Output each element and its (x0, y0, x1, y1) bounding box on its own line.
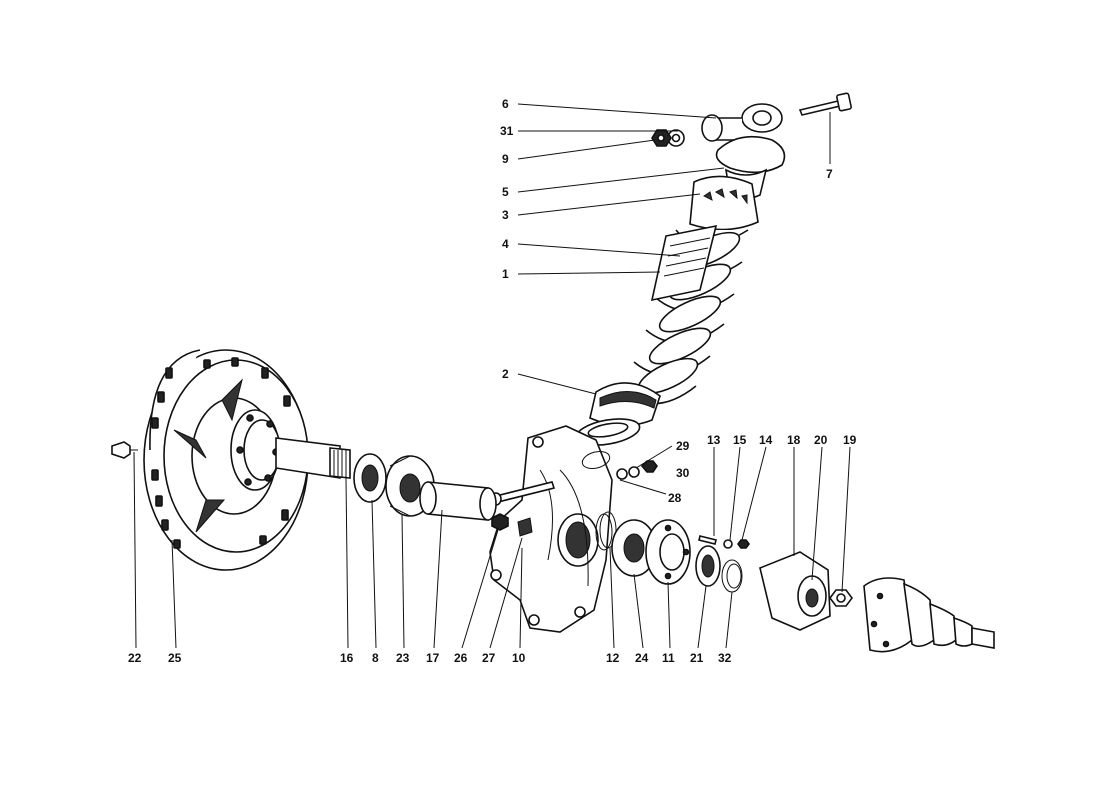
spring-seat-lower (589, 382, 661, 427)
callout-9: 9 (502, 152, 509, 166)
seal-ring (353, 453, 387, 503)
callout-1: 1 (502, 267, 509, 281)
callout-25: 25 (168, 651, 182, 665)
small-bolt-nut-washer (698, 535, 750, 549)
callout-29: 29 (676, 439, 690, 453)
callout-32: 32 (718, 651, 732, 665)
callout-16: 16 (340, 651, 354, 665)
retaining-nut (829, 589, 853, 607)
callout-5: 5 (502, 185, 509, 199)
callout-17: 17 (426, 651, 440, 665)
circlips-near-upright (581, 450, 658, 551)
callout-27: 27 (482, 651, 496, 665)
cv-boot-driveshaft (863, 577, 995, 653)
callout-12: 12 (606, 651, 620, 665)
callout-21: 21 (690, 651, 704, 665)
spacer-sleeve (419, 481, 497, 521)
callout-3: 3 (502, 208, 509, 222)
callout-labels: 6 31 9 5 3 4 1 2 7 29 30 28 13 15 14 18 … (128, 97, 857, 665)
callout-6: 6 (502, 97, 509, 111)
hub-stub-shaft (275, 437, 351, 479)
callout-18: 18 (787, 433, 801, 447)
callout-23: 23 (396, 651, 410, 665)
callout-7: 7 (826, 167, 833, 181)
callout-28: 28 (668, 491, 682, 505)
wheel-stud (111, 441, 138, 459)
callout-11: 11 (662, 651, 675, 665)
inner-bearing (611, 519, 657, 577)
wheel-hub-flange (230, 409, 281, 491)
damper-body (650, 224, 718, 302)
callout-30: 30 (676, 466, 690, 480)
mount-bolt (798, 92, 852, 116)
washer-nut-top (651, 129, 685, 147)
callout-15: 15 (733, 433, 747, 447)
leader-lines (133, 103, 851, 649)
callout-2: 2 (502, 367, 509, 381)
callout-31: 31 (500, 124, 514, 138)
callout-8: 8 (372, 651, 379, 665)
callout-22: 22 (128, 651, 142, 665)
callout-19: 19 (843, 433, 857, 447)
callout-4: 4 (502, 237, 509, 251)
hub-carrier (489, 425, 613, 633)
callout-20: 20 (814, 433, 828, 447)
callout-10: 10 (512, 651, 526, 665)
top-mount-bushing (701, 103, 783, 142)
callout-13: 13 (707, 433, 721, 447)
callout-26: 26 (454, 651, 468, 665)
output-flange (645, 519, 691, 585)
spring-seat-upper (689, 175, 759, 231)
cv-joint-housing (759, 551, 831, 631)
seal-rings-right (695, 545, 743, 593)
callout-14: 14 (759, 433, 773, 447)
callout-24: 24 (635, 651, 649, 665)
